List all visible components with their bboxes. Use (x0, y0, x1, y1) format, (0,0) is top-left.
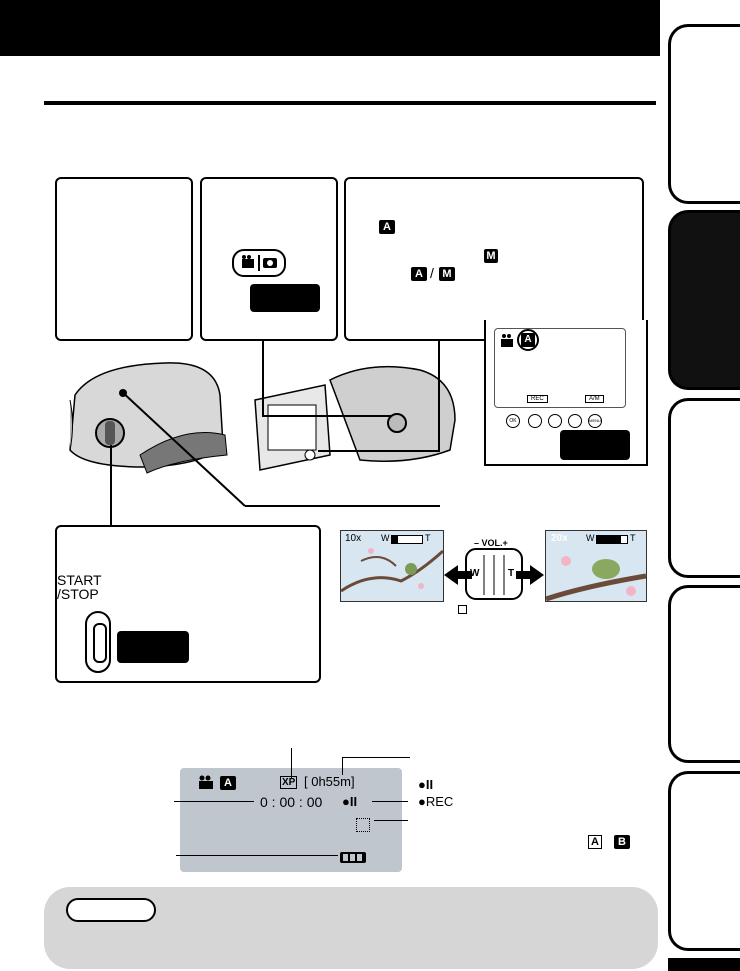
vol-label: – VOL.+ (474, 538, 508, 548)
wide-angle-photo: 10x W T (340, 530, 444, 602)
manual-mode-icon: M (484, 249, 498, 263)
leader-line (374, 820, 408, 821)
lever-w: W (470, 568, 480, 579)
auto-mode-icon: A (379, 220, 395, 234)
stop-label: /STOP (57, 586, 99, 602)
zoom-t: T (630, 533, 636, 543)
auto-mode-icon-2: A (411, 267, 427, 281)
callout-box-2 (200, 177, 338, 341)
note-label (66, 898, 156, 922)
callout-box-1 (55, 177, 193, 341)
side-tab-3[interactable] (668, 398, 740, 578)
quality-badge: XP (280, 776, 298, 789)
video-camera-icon (242, 255, 277, 271)
zoom-ratio: 20x (551, 533, 568, 544)
menu-button[interactable]: MENU (588, 414, 602, 428)
start-stop-label: START /STOP (57, 573, 102, 601)
video-camera-icon (501, 334, 513, 347)
telephoto-photo: 20x W T (545, 530, 647, 602)
section-rule (44, 101, 656, 105)
start-label: START (57, 572, 102, 588)
lcd-small-screen: A REC A/M (494, 328, 626, 408)
header-bar (0, 0, 660, 56)
lcd-panel-frame: A REC A/M OK MENU (484, 320, 648, 466)
leader-line (174, 801, 254, 802)
small-square-icon (458, 605, 467, 614)
slash-separator: / (430, 265, 434, 281)
zoom-ratio: 10x (345, 533, 362, 544)
mode-switch[interactable] (232, 249, 286, 277)
rec-soft-button[interactable]: REC (527, 395, 548, 403)
leader-line (262, 415, 392, 417)
press-button-label-2 (560, 430, 630, 460)
camcorder-right-illustration (254, 365, 456, 471)
pause-indicator: ●II (342, 794, 358, 809)
leader-line (110, 445, 112, 525)
auto-mode-circle: A (517, 329, 539, 351)
leader-line (342, 757, 410, 758)
touch-button-3[interactable] (568, 414, 582, 428)
side-tab-5[interactable] (668, 771, 740, 951)
zoom-w: W (586, 533, 595, 543)
slot-b-icon: B (614, 835, 630, 849)
touch-button-2[interactable] (548, 414, 562, 428)
side-tab-4[interactable] (668, 585, 740, 763)
touch-button-1[interactable] (528, 414, 542, 428)
status-rec: ●REC (418, 794, 454, 809)
auto-mode-icon: A (521, 333, 535, 347)
zoom-w: W (381, 533, 390, 543)
leader-line (438, 341, 440, 451)
start-stop-button[interactable] (85, 611, 111, 673)
side-tab-bottom-bar (668, 958, 740, 971)
battery-icon (340, 852, 366, 863)
time-counter: 0 : 00 : 00 (260, 794, 323, 810)
zoom-t: T (425, 533, 431, 543)
callout-box-3: A M A / M (344, 177, 644, 341)
leader-line (372, 801, 408, 802)
status-pause: ●II (418, 777, 434, 792)
start-stop-button-inner (93, 623, 107, 663)
zoom-bar (596, 535, 628, 544)
side-tab-2-active[interactable] (668, 210, 740, 390)
zoom-leader-line (120, 390, 440, 507)
start-stop-callout: START /STOP (55, 525, 321, 683)
auto-mode-icon: A (220, 776, 236, 790)
recording-screen: A XP [ 0h55m] 0 : 00 : 00 ●II (180, 768, 402, 872)
manual-mode-icon-2: M (439, 267, 455, 281)
ok-button[interactable]: OK (506, 414, 520, 428)
video-camera-icon (199, 775, 213, 789)
leader-line (176, 855, 338, 856)
am-soft-button[interactable]: A/M (585, 395, 604, 403)
press-button-label (250, 284, 320, 312)
leader-line (262, 341, 264, 416)
stabilizer-icon (356, 818, 370, 832)
leader-line (291, 748, 292, 778)
zoom-bar (391, 535, 423, 544)
slot-a-icon: A (588, 835, 602, 849)
leader-line (342, 757, 343, 775)
press-button-label-3 (117, 631, 189, 663)
leader-line (318, 450, 440, 452)
zoom-lever-icon[interactable] (444, 545, 544, 605)
remaining-time: [ 0h55m] (304, 774, 355, 789)
side-tab-1[interactable] (668, 24, 740, 204)
lever-t: T (508, 568, 515, 579)
